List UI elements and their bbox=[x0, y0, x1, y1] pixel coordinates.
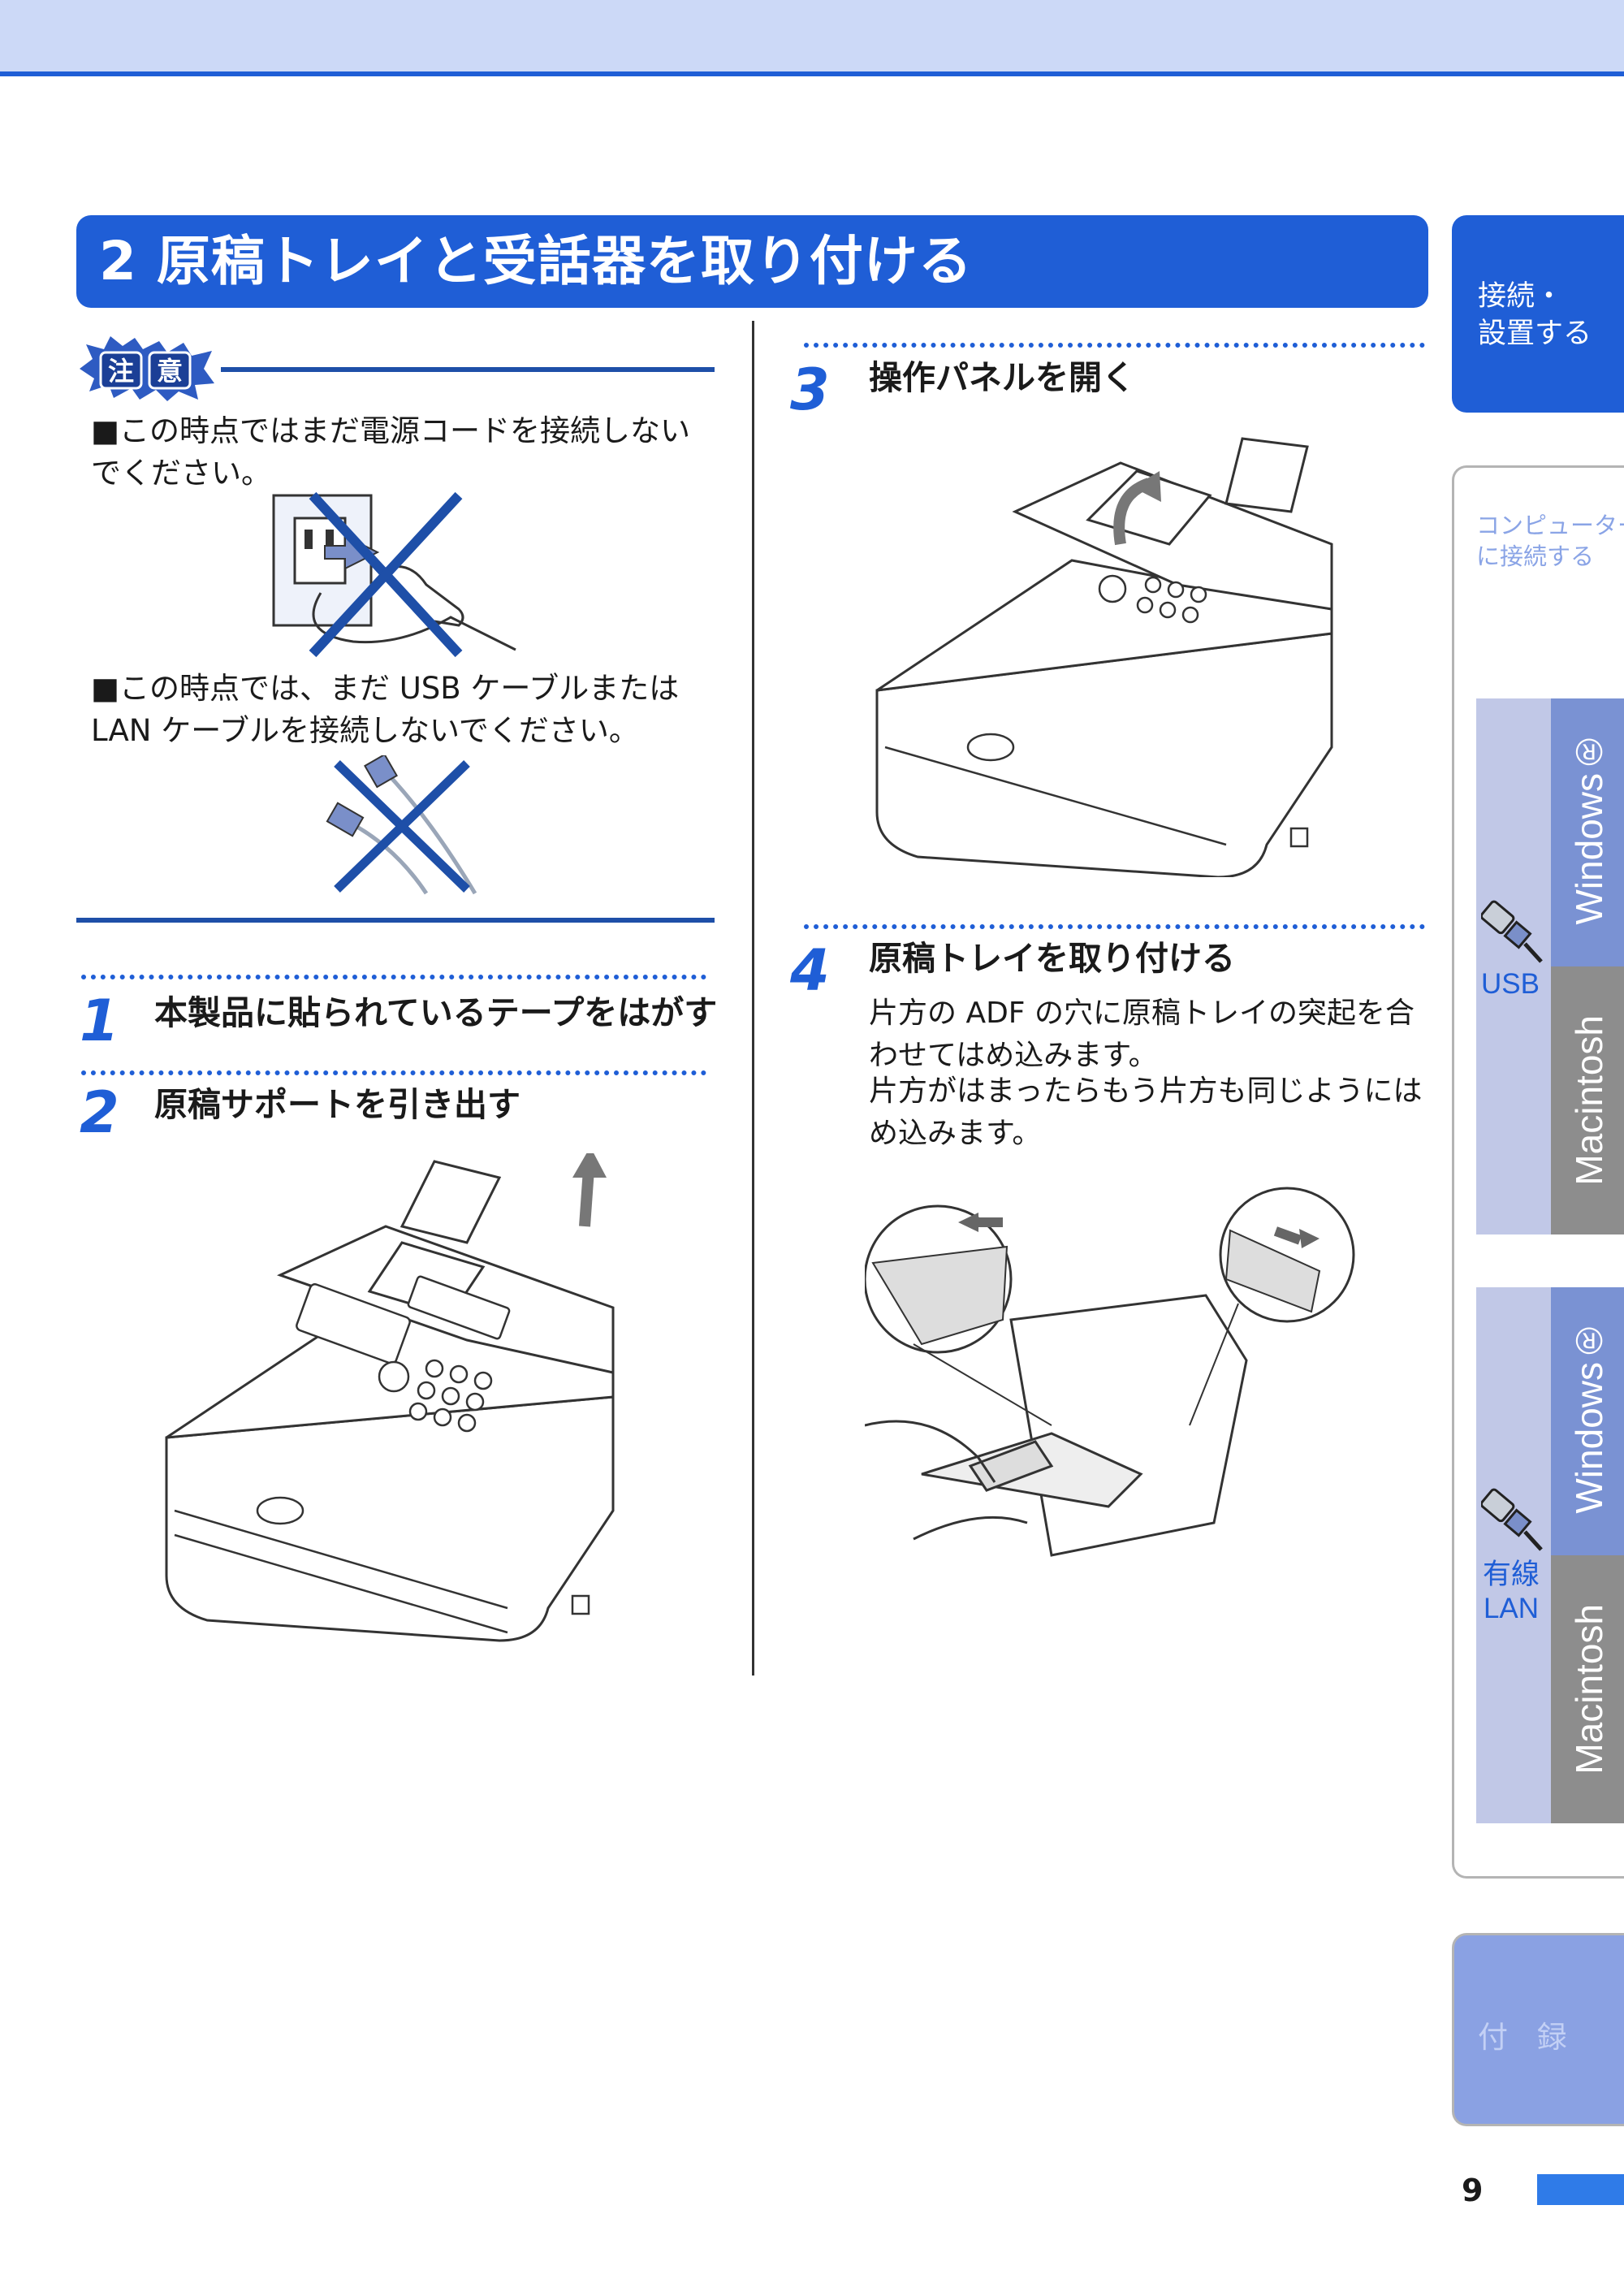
tab-usb-macintosh[interactable]: Macintosh bbox=[1551, 966, 1624, 1234]
step-3-title: 操作パネルを開く bbox=[869, 358, 1135, 397]
power-outlet-illustration bbox=[272, 491, 516, 658]
caution-badge: 注 意 bbox=[80, 336, 214, 401]
tab-lan-macintosh[interactable]: Macintosh bbox=[1551, 1555, 1624, 1823]
usb-label: USB bbox=[1481, 968, 1540, 1000]
step-3-separator bbox=[804, 343, 1425, 348]
fax-control-panel-open-illustration bbox=[875, 437, 1333, 877]
usb-group-side bbox=[1476, 698, 1551, 1234]
step-2-title: 原稿サポートを引き出す bbox=[154, 1085, 520, 1124]
step-1-number: 1 bbox=[80, 988, 119, 1054]
tab-lan-macintosh-label: Macintosh bbox=[1568, 1604, 1610, 1775]
step-4-number: 4 bbox=[790, 937, 830, 1004]
caution-badge-char-1: 注 bbox=[108, 356, 134, 387]
page-number-bar bbox=[1537, 2174, 1624, 2205]
tab-computer-connection-label: コンピューター に接続する bbox=[1476, 512, 1624, 570]
usb-cable-icon bbox=[1481, 900, 1543, 963]
tab-usb-windows[interactable]: Windows® bbox=[1551, 698, 1624, 966]
step-4-body-1: 片方の ADF の穴に原稿トレイの突起を合わせてはめ込みます。 bbox=[869, 997, 1415, 1072]
caution-item-cables: ■この時点では、まだ USB ケーブルまたは LAN ケーブルを接続しないでくだ… bbox=[91, 671, 680, 748]
tab-usb-macintosh-label: Macintosh bbox=[1568, 1015, 1610, 1186]
caution-badge-char-2: 意 bbox=[157, 356, 183, 387]
fax-document-support-illustration bbox=[165, 1153, 615, 1642]
lan-label: 有線 LAN bbox=[1483, 1559, 1540, 1624]
step-4-separator bbox=[804, 924, 1425, 929]
step-1-separator bbox=[81, 975, 706, 979]
step-4-title: 原稿トレイを取り付ける bbox=[869, 939, 1235, 978]
caution-rule bbox=[221, 367, 715, 372]
document-tray-install-illustration bbox=[865, 1187, 1355, 1557]
cable-illustration bbox=[326, 755, 477, 895]
caution-end-rule bbox=[76, 918, 715, 923]
caution-item-power-cord: ■この時点ではまだ電源コードを接続しないでください。 bbox=[91, 413, 690, 491]
step-3-number: 3 bbox=[790, 357, 830, 423]
step-4-body-2: 片方がはまったらもう片方も同じようにはめ込みます。 bbox=[869, 1074, 1423, 1150]
tab-connect-setup[interactable] bbox=[1452, 215, 1624, 413]
tab-usb-windows-label: Windows® bbox=[1568, 731, 1610, 925]
section-title: 2 原稿トレイと受話器を取り付ける bbox=[76, 215, 1428, 308]
tab-appendix[interactable] bbox=[1452, 1933, 1624, 2126]
lan-cable-icon bbox=[1481, 1488, 1543, 1551]
step-2-number: 2 bbox=[80, 1079, 119, 1146]
top-band bbox=[0, 0, 1624, 76]
lan-group-side bbox=[1476, 1287, 1551, 1823]
page-number: 9 bbox=[1462, 2173, 1484, 2208]
tab-appendix-label: 付 録 bbox=[1478, 2020, 1577, 2055]
tab-connect-setup-label: 接続・ 設置する bbox=[1478, 280, 1592, 350]
tab-lan-windows-label: Windows® bbox=[1568, 1320, 1610, 1514]
step-2-separator bbox=[81, 1070, 706, 1075]
step-1-title: 本製品に貼られているテープをはがす bbox=[154, 993, 718, 1032]
tab-lan-windows[interactable]: Windows® bbox=[1551, 1287, 1624, 1555]
column-divider bbox=[752, 321, 754, 1676]
